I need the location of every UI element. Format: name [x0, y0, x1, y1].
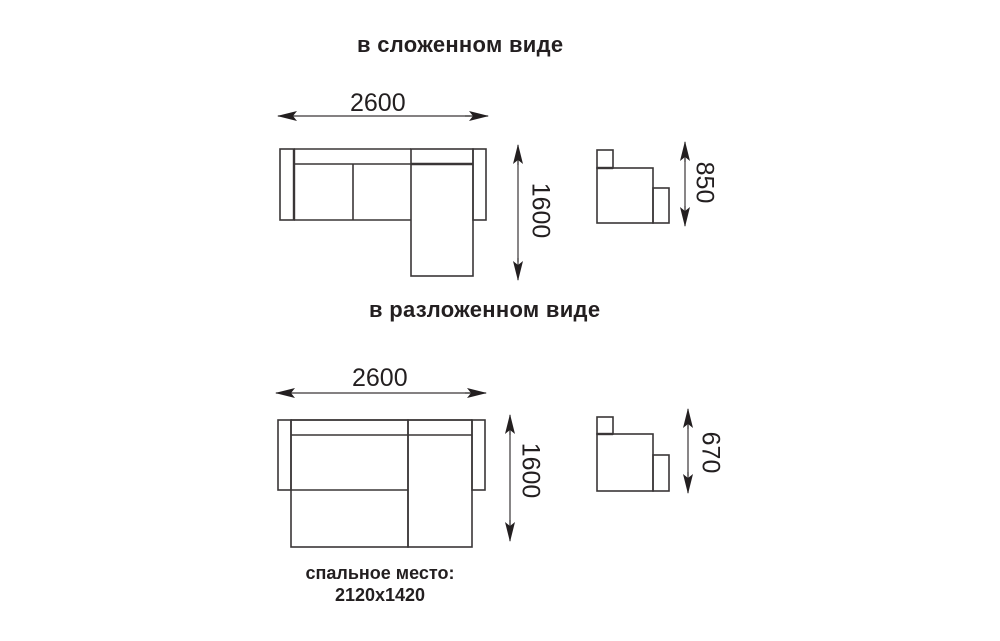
unfolded-depth-label: 1600 — [516, 442, 545, 499]
folded-height-label: 850 — [690, 161, 719, 204]
folded-depth-label: 1600 — [526, 182, 555, 239]
sleeping-area-label: спальное место: — [305, 563, 455, 583]
unfolded-title: в разложенном виде — [369, 297, 601, 322]
folded-side-view — [596, 141, 690, 227]
unfolded-width-label: 2600 — [352, 364, 408, 392]
folded-width-label: 2600 — [350, 89, 406, 117]
sleeping-area-size: 2120x1420 — [334, 585, 426, 605]
folded-top-view — [277, 111, 523, 281]
unfolded-side-view — [596, 408, 693, 494]
folded-title: в сложенном виде — [357, 32, 564, 57]
sleeping-area-caption: спальное место: 2120x1420 — [290, 562, 470, 606]
unfolded-height-label: 670 — [696, 431, 725, 474]
unfolded-top-view — [275, 388, 515, 548]
